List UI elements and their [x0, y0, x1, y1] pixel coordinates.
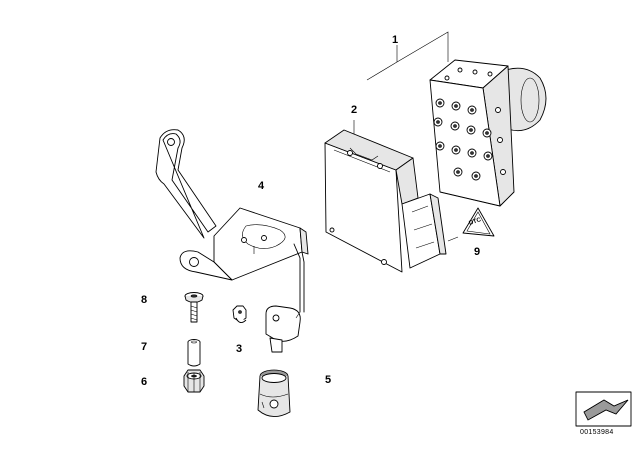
callout-3: 3 [236, 343, 243, 355]
callout-5: 5 [325, 374, 332, 386]
callout-8: 8 [141, 294, 148, 306]
sensor-holder [265, 305, 301, 353]
callout-6: 6 [141, 376, 148, 388]
screw [184, 292, 204, 323]
callout-4: 4 [258, 180, 265, 192]
control-unit [324, 129, 447, 273]
warning-label [447, 207, 495, 242]
callout-2: 2 [351, 104, 358, 116]
bracket [155, 129, 309, 313]
hydraulic-unit [429, 59, 547, 207]
rubber-mount [257, 369, 291, 417]
small-screw [232, 305, 247, 323]
callout-1: 1 [392, 34, 399, 46]
document-number: 00153984 [580, 429, 614, 436]
document-icon [575, 391, 632, 427]
callout-9: 9 [474, 246, 481, 258]
sleeve [187, 339, 201, 367]
leader-line-1 [366, 31, 449, 81]
callout-7: 7 [141, 341, 148, 353]
nut [183, 369, 205, 393]
